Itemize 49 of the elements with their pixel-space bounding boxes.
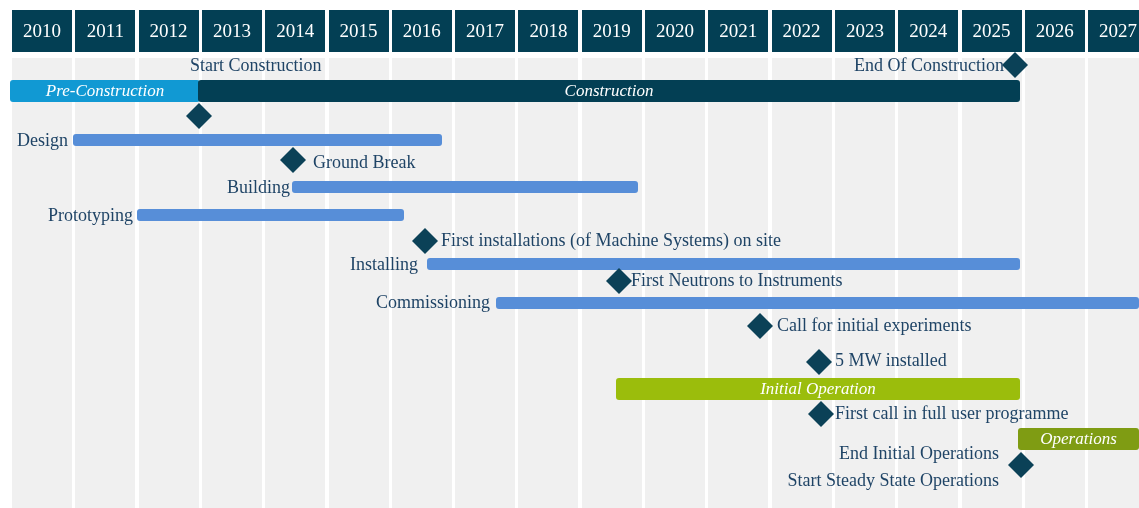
year-header: 2012 xyxy=(138,10,199,52)
year-header: 2015 xyxy=(328,10,389,52)
milestone-diamond xyxy=(747,313,773,339)
milestone-label: Start Steady State Operations xyxy=(787,470,999,490)
task-bar xyxy=(496,297,1139,309)
task-bar xyxy=(73,134,442,146)
task-label: Design xyxy=(17,130,68,150)
phase-bar: Initial Operation xyxy=(616,378,1020,400)
milestone-label: End Of Construction xyxy=(854,55,1004,75)
year-header: 2027 xyxy=(1088,10,1139,52)
milestone-diamond xyxy=(186,103,212,129)
year-header: 2014 xyxy=(265,10,326,52)
year-header: 2017 xyxy=(455,10,516,52)
year-header: 2022 xyxy=(771,10,832,52)
milestone-diamond xyxy=(1008,452,1034,478)
milestone-label: First installations (of Machine Systems) on site xyxy=(441,230,781,250)
milestone-label: Start Construction xyxy=(190,55,322,75)
year-header: 2011 xyxy=(75,10,136,52)
task-label: Commissioning xyxy=(375,292,490,312)
year-header: 2026 xyxy=(1024,10,1085,52)
year-header: 2023 xyxy=(834,10,895,52)
milestone-label: 5 MW installed xyxy=(835,350,947,370)
milestone-diamond xyxy=(806,349,832,375)
task-label: Installing xyxy=(350,254,418,274)
year-header: 2024 xyxy=(898,10,959,52)
milestone-label: First Neutrons to Instruments xyxy=(631,270,843,290)
milestone-label: End Initial Operations xyxy=(839,443,999,463)
milestone-label: Call for initial experiments xyxy=(777,315,972,335)
phase-bar: Pre-Construction xyxy=(10,80,200,102)
task-bar xyxy=(427,258,1020,270)
milestone-diamond xyxy=(606,268,632,294)
year-header: 2013 xyxy=(201,10,262,52)
task-bar xyxy=(292,181,638,193)
year-header: 2010 xyxy=(12,10,72,52)
task-label: Prototyping xyxy=(48,205,133,225)
phase-bar: Construction xyxy=(198,80,1020,102)
task-bar xyxy=(137,209,404,221)
year-header: 2025 xyxy=(961,10,1022,52)
year-header: 2016 xyxy=(391,10,452,52)
year-header: 2018 xyxy=(518,10,579,52)
year-header: 2020 xyxy=(645,10,705,52)
year-header: 2021 xyxy=(708,10,769,52)
milestone-diamond xyxy=(1002,52,1028,78)
year-header: 2019 xyxy=(581,10,642,52)
milestone-diamond xyxy=(412,228,438,254)
milestone-label: First call in full user programme xyxy=(835,403,1069,423)
task-label: Building xyxy=(227,177,290,197)
phase-bar: Operations xyxy=(1018,428,1139,450)
milestone-label: Ground Break xyxy=(313,152,416,172)
